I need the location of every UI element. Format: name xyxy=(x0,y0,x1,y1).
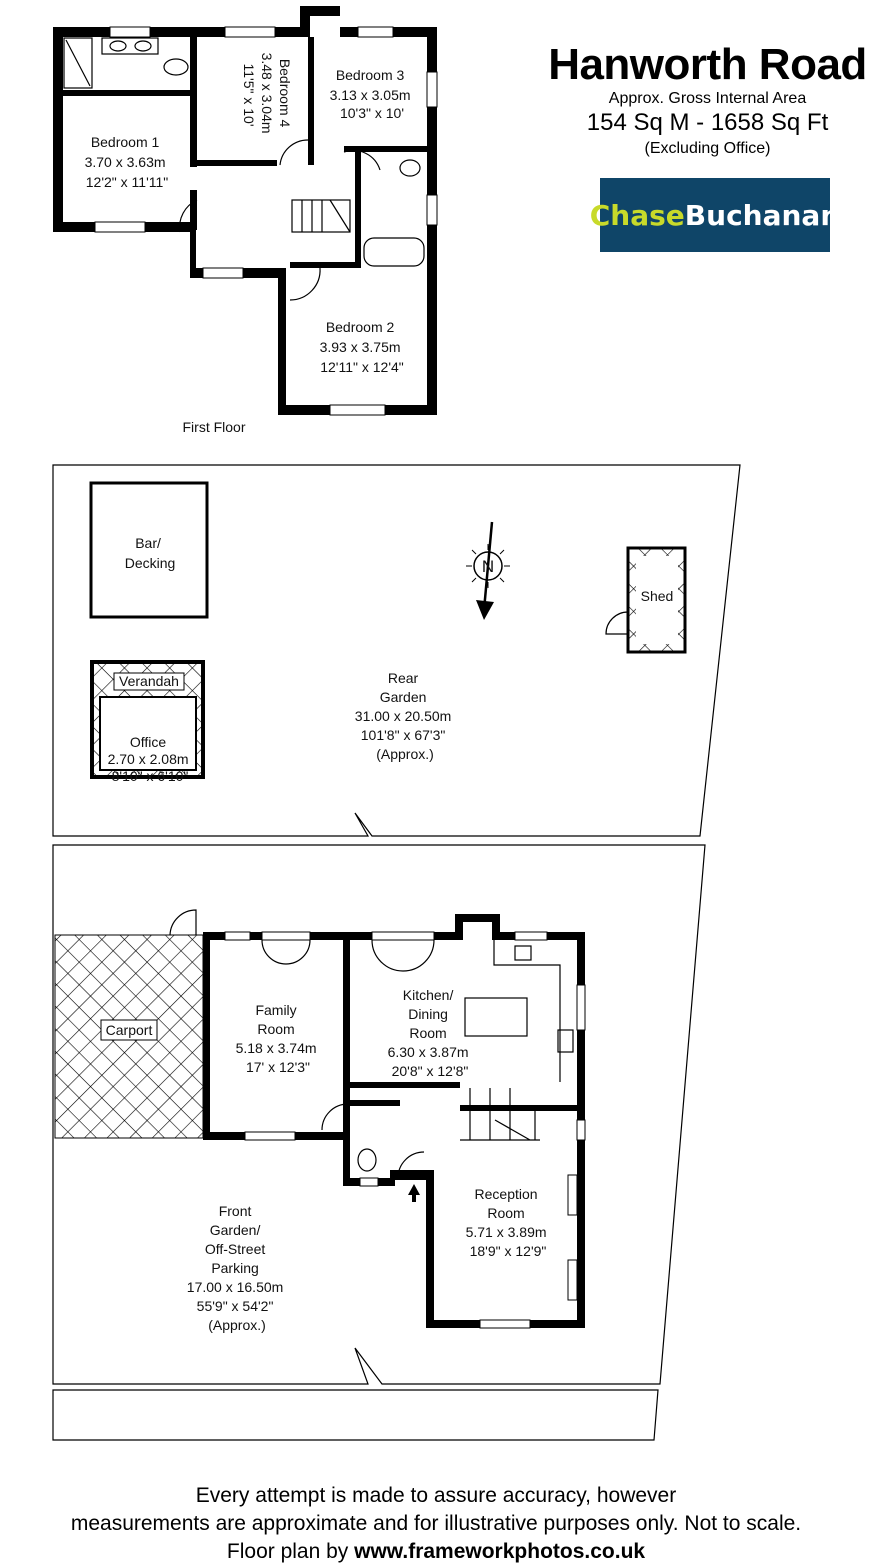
shed-label: Shed xyxy=(641,588,674,604)
bar-decking xyxy=(89,481,209,619)
room-label-bedroom-2: Bedroom 2 3.93 x 3.75m 12'11" x 12'4" xyxy=(320,319,405,375)
room-label-reception-room: Reception Room 5.71 x 3.89m 18'9" x 12'9… xyxy=(466,1186,551,1259)
property-header: Hanworth Road Approx. Gross Internal Are… xyxy=(540,40,872,160)
room-label-bedroom-4: Bedroom 4 3.48 x 3.04m 11'5" x 10' xyxy=(241,53,293,138)
credit-link[interactable]: www.frameworkphotos.co.uk xyxy=(354,1540,646,1563)
first-floor-plan: First Floor Bedroom 1 3.70 x 3.63m 12'2"… xyxy=(53,6,438,435)
bar-decking-label: Bar/ Decking xyxy=(125,535,176,571)
office-label: Office 2.70 x 2.08m 8'10" x 6'10" xyxy=(108,734,193,784)
disclaimer-footer: Every attempt is made to assure accuracy… xyxy=(0,1482,872,1566)
entrance-arrow-icon xyxy=(408,1184,420,1202)
ground-floor-plan: Family Room 5.18 x 3.74m 17' x 12'3" Kit… xyxy=(203,914,586,1329)
area-caption: Approx. Gross Internal Area xyxy=(608,90,807,107)
property-title: Hanworth Road xyxy=(548,40,867,89)
verandah-label: Verandah xyxy=(119,673,179,689)
room-label-bedroom-3: Bedroom 3 3.13 x 3.05m 10'3" x 10' xyxy=(330,67,415,121)
area-note: (Excluding Office) xyxy=(644,140,771,157)
rear-garden: Bar/ Decking Verandah Office 2.70 x 2.08… xyxy=(52,464,741,837)
svg-text:N: N xyxy=(482,557,494,576)
disclaimer-line-1: Every attempt is made to assure accuracy… xyxy=(195,1484,677,1507)
compass-icon: N xyxy=(466,521,510,620)
front-garden: Carport Front Garden/ Off-Street Parking… xyxy=(52,844,706,1441)
credit-line: Floor plan by www.frameworkphotos.co.uk xyxy=(226,1540,646,1563)
disclaimer-line-2: measurements are approximate and for ill… xyxy=(70,1512,802,1535)
rear-garden-label: Rear Garden 31.00 x 20.50m 101'8" x 67'3… xyxy=(355,670,455,762)
rear-garden-boundary xyxy=(52,464,741,837)
first-floor-label: First Floor xyxy=(183,419,246,435)
room-label-family-room: Family Room 5.18 x 3.74m 17' x 12'3" xyxy=(236,1002,321,1075)
carport-label: Carport xyxy=(106,1022,153,1038)
room-label-bedroom-1: Bedroom 1 3.70 x 3.63m 12'2" x 11'11" xyxy=(85,134,170,190)
front-garden-label: Front Garden/ Off-Street Parking 17.00 x… xyxy=(187,1203,287,1333)
area-value: 154 Sq M - 1658 Sq Ft xyxy=(586,109,829,136)
room-label-kitchen-dining: Kitchen/ Dining Room 6.30 x 3.87m 20'8" … xyxy=(388,987,473,1079)
front-garden-boundary xyxy=(52,844,706,1385)
